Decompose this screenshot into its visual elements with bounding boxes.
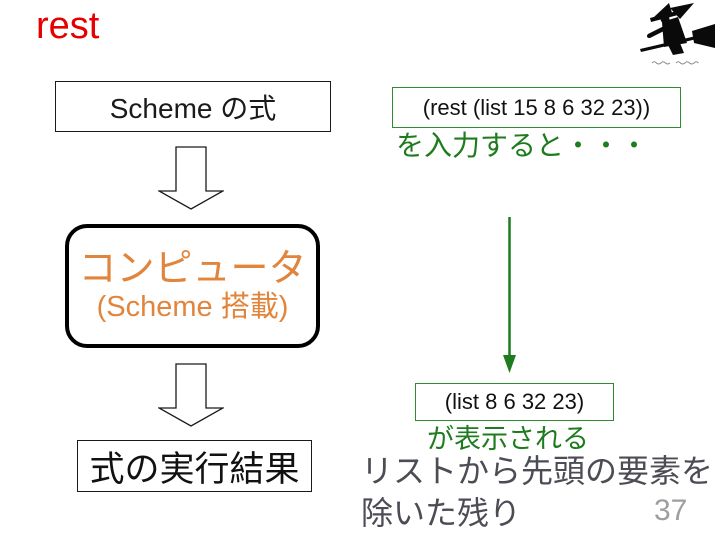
slide-title: rest [36,5,100,47]
result-box: 式の実行結果 [77,440,312,492]
explanation-line-2: 除いた残り [361,495,522,531]
result-label: 式の実行結果 [89,449,300,489]
input-expression-text: (rest (list 15 8 6 32 23)) [422,94,651,120]
scheme-expression-label: Scheme の式 [109,92,277,124]
output-expression-text: (list 8 6 32 23) [444,389,585,414]
input-caption: を入力すると・・・ [396,130,649,161]
green-down-arrow-icon [503,217,516,373]
explanation-note: リストから先頭の要素を 除いた残り [361,450,713,534]
page-number: 37 [654,494,688,527]
scheme-expression-box: Scheme の式 [55,81,331,132]
computer-sublabel: (Scheme 搭載) [96,290,289,323]
computer-label: コンピュータ [78,248,307,291]
explanation-line-1: リストから先頭の要素を [361,453,714,489]
witch-on-broom-icon [640,3,715,65]
down-arrow-icon [158,146,224,210]
input-expression-box: (rest (list 15 8 6 32 23)) [392,87,681,128]
witch-signature-squiggle [651,61,699,65]
computer-box: コンピュータ (Scheme 搭載) [65,224,320,348]
down-arrow-icon [158,363,224,427]
output-expression-box: (list 8 6 32 23) [415,383,614,421]
output-caption: が表示される [427,424,589,454]
